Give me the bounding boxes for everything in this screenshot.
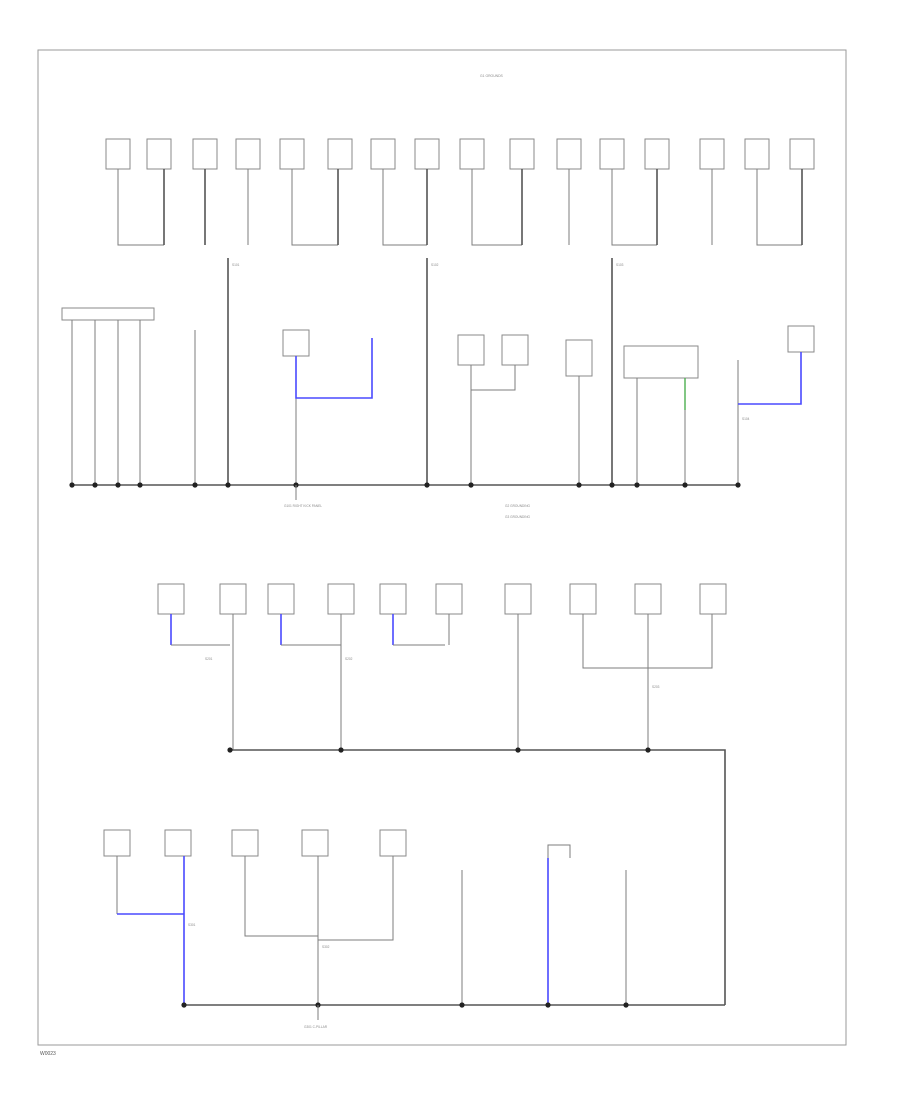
component-connector [744,138,770,170]
component-connector [103,829,131,857]
bus-nodes [69,482,741,488]
ground-wire [471,365,516,391]
splice-label: S302 [322,945,330,949]
splice-node [338,747,344,753]
component-connector [279,138,305,170]
splice-node [609,482,615,488]
ground-wire [244,856,318,937]
component-connector [459,138,485,170]
component-connector [509,138,535,170]
splice-label: S203 [652,685,660,689]
component-connector [634,583,662,615]
component-connector [235,138,261,170]
splice-node [137,482,143,488]
component-connector [146,138,172,170]
section-2-components [157,583,727,750]
ground-wire [471,169,522,246]
splice-node [227,747,233,753]
splice-node [515,747,521,753]
component-connector [565,339,593,377]
component-connector [414,138,440,170]
ground-wire [547,844,571,858]
splice-node [424,482,430,488]
diagram-frame [37,49,847,1046]
middle-row-components [61,258,815,485]
section-3-components [103,829,627,1005]
splice-node [682,482,688,488]
component-connector [370,138,396,170]
splice-label: S202 [345,657,353,661]
splice-labels: S101 S102 S103 S104 S201 S202 S203 S301 … [188,263,750,949]
ground-wire [117,169,164,246]
splice-node [115,482,121,488]
ground-wire [382,169,427,246]
component-connector [301,829,329,857]
component-connector [105,138,131,170]
splice-node [181,1002,187,1008]
ground-wire-blue [295,338,373,399]
component-connector [157,583,185,615]
ground-label: G2 GROUNDING [505,504,530,508]
component-connector [787,325,815,353]
splice-node [225,482,231,488]
bus-nodes [227,747,651,753]
splice-node [459,1002,465,1008]
splice-node [69,482,75,488]
component-connector [457,334,485,366]
ground-label: G301 C-PILLAR [304,1025,328,1029]
component-connector [61,307,155,321]
component-connector [192,138,218,170]
component-connector [623,345,699,379]
ground-wire [756,169,802,246]
splice-label: S101 [232,263,240,267]
component-connector [219,583,247,615]
component-connector [327,583,355,615]
diagram-id: W0023 [40,1051,56,1057]
component-connector [699,138,725,170]
component-connector [379,829,407,857]
section-label: G1 GROUNDS [480,74,504,78]
component-connector [556,138,582,170]
ground-label: G3 GROUNDING [505,515,530,519]
component-connector [501,334,529,366]
component-connector [699,583,727,615]
ground-wire [611,169,657,246]
splice-label: S201 [205,657,213,661]
ground-wire [291,169,338,246]
splice-node [623,1002,629,1008]
component-connector [504,583,532,615]
component-connector [282,329,310,357]
component-connector [789,138,815,170]
top-row-components [105,138,815,246]
ground-wire [318,856,394,941]
splice-label: S104 [742,417,750,421]
component-connector [231,829,259,857]
component-connector [569,583,597,615]
component-connector [379,583,407,615]
splice-node [735,482,741,488]
splice-node [576,482,582,488]
component-connector [599,138,625,170]
component-connector [327,138,353,170]
splice-node [468,482,474,488]
component-connector [164,829,192,857]
component-connector [267,583,295,615]
component-connector [435,583,463,615]
component-connector [644,138,670,170]
ground-label: G101 RIGHT KICK PANEL [284,504,322,508]
ground-bus [230,749,726,1005]
splice-label: S301 [188,923,196,927]
splice-label: S103 [616,263,624,267]
ground-wire-blue [738,352,802,405]
splice-node [634,482,640,488]
splice-node [645,747,651,753]
splice-node [192,482,198,488]
splice-node [92,482,98,488]
splice-label: S102 [431,263,439,267]
splice-node [545,1002,551,1008]
